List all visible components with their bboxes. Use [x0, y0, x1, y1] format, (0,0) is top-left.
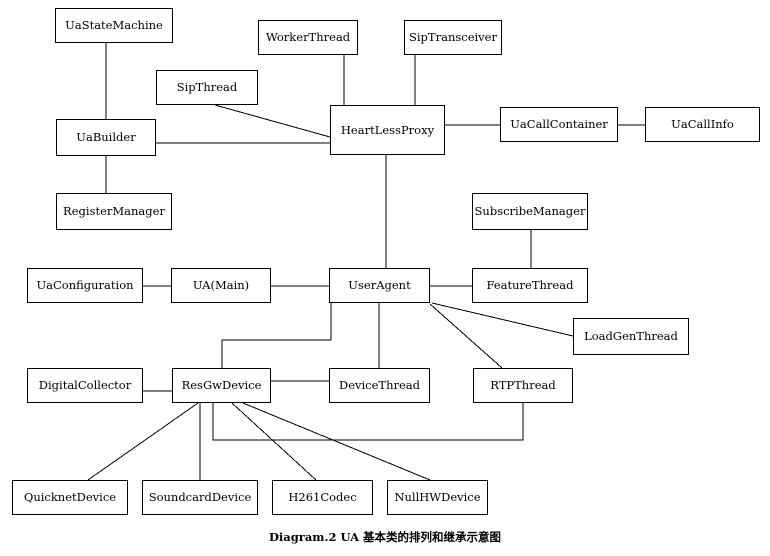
class-node-label: DeviceThread	[338, 378, 421, 393]
class-node-label: HeartLessProxy	[340, 122, 435, 137]
class-node-label: SipThread	[176, 80, 238, 95]
class-node-label: SoundcardDevice	[148, 490, 252, 505]
class-node-label: UaConfiguration	[36, 278, 134, 293]
class-node-UserAgent[interactable]: UserAgent	[329, 268, 430, 303]
class-node-label: UA(Main)	[192, 278, 250, 293]
class-node-label: FeatureThread	[486, 278, 574, 293]
class-node-label: SubscribeManager	[474, 204, 586, 219]
class-node-label: WorkerThread	[265, 30, 351, 45]
class-node-DeviceThread[interactable]: DeviceThread	[329, 368, 430, 403]
class-node-label: UaStateMachine	[65, 18, 163, 33]
class-node-label: SipTransceiver	[409, 30, 497, 45]
class-node-UaCallInfo[interactable]: UaCallInfo	[645, 107, 760, 142]
class-node-UaBuilder[interactable]: UaBuilder	[56, 119, 156, 156]
class-node-RTPThread[interactable]: RTPThread	[473, 368, 573, 403]
class-node-label: RegisterManager	[63, 204, 165, 219]
class-node-label: UaCallInfo	[671, 117, 734, 132]
class-node-SipTransceiver[interactable]: SipTransceiver	[404, 20, 502, 55]
class-node-ResGwDevice[interactable]: ResGwDevice	[172, 368, 271, 403]
class-node-DigitalCollector[interactable]: DigitalCollector	[27, 368, 143, 403]
class-node-UaCallContainer[interactable]: UaCallContainer	[500, 107, 618, 142]
class-node-label: QuicknetDevice	[23, 490, 117, 505]
class-node-NullHWDevice[interactable]: NullHWDevice	[387, 480, 488, 515]
class-node-label: H261Codec	[288, 490, 357, 505]
class-node-label: LoadGenThread	[584, 329, 678, 344]
class-node-H261Codec[interactable]: H261Codec	[272, 480, 373, 515]
class-node-RegisterManager[interactable]: RegisterManager	[56, 193, 172, 230]
class-node-UaConfiguration[interactable]: UaConfiguration	[27, 268, 143, 303]
class-node-WorkerThread[interactable]: WorkerThread	[258, 20, 358, 55]
class-node-label: UaCallContainer	[510, 117, 608, 132]
class-node-UaStateMachine[interactable]: UaStateMachine	[55, 8, 173, 43]
figure-caption: Diagram.2 UA 基本类的排列和继承示意图	[268, 530, 502, 544]
class-node-label: UserAgent	[348, 278, 411, 293]
class-node-UA(Main)[interactable]: UA(Main)	[171, 268, 271, 303]
class-node-SoundcardDevice[interactable]: SoundcardDevice	[142, 480, 258, 515]
class-node-label: NullHWDevice	[394, 490, 481, 505]
class-node-SipThread[interactable]: SipThread	[156, 70, 258, 105]
class-node-QuicknetDevice[interactable]: QuicknetDevice	[12, 480, 128, 515]
class-node-label: UaBuilder	[76, 130, 136, 145]
class-node-LoadGenThread[interactable]: LoadGenThread	[573, 318, 689, 355]
class-node-SubscribeManager[interactable]: SubscribeManager	[472, 193, 588, 230]
class-node-label: RTPThread	[490, 378, 556, 393]
class-node-label: ResGwDevice	[181, 378, 262, 393]
class-node-HeartLessProxy[interactable]: HeartLessProxy	[330, 105, 445, 155]
class-node-FeatureThread[interactable]: FeatureThread	[472, 268, 588, 303]
class-node-label: DigitalCollector	[38, 378, 132, 393]
